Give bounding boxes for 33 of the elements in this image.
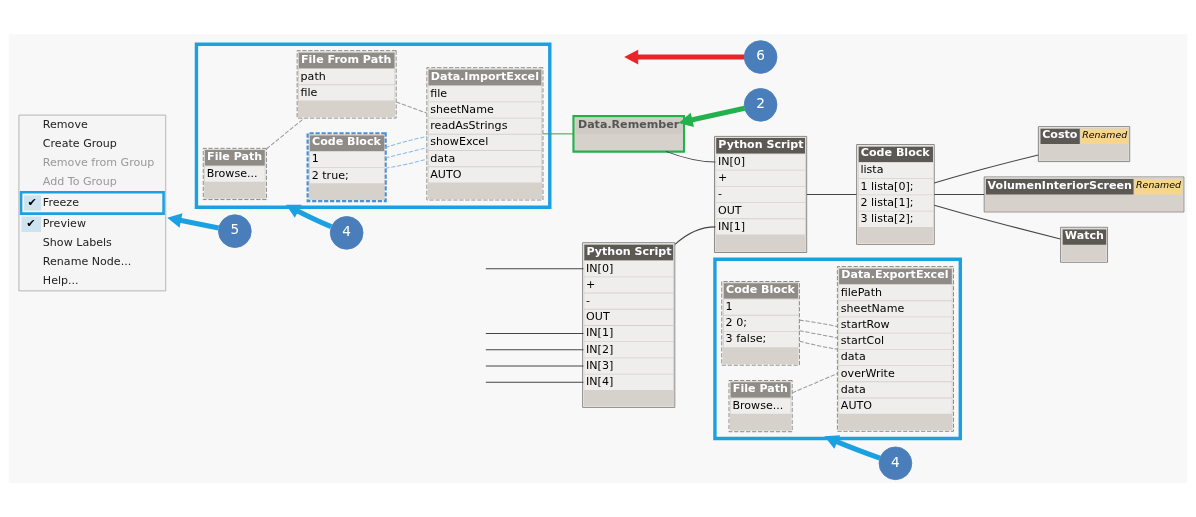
connector bbox=[485, 365, 584, 367]
node-circle: 2 bbox=[743, 88, 778, 122]
connector bbox=[542, 133, 574, 135]
cluster bbox=[713, 257, 962, 441]
connector bbox=[933, 204, 1061, 240]
node-circle: 4 bbox=[878, 446, 913, 481]
connector bbox=[485, 333, 584, 335]
connector bbox=[485, 349, 584, 351]
connector bbox=[266, 117, 305, 150]
arrow bbox=[824, 435, 881, 461]
arrow bbox=[285, 204, 333, 229]
connector bbox=[395, 101, 428, 114]
connector bbox=[806, 193, 857, 195]
connector bbox=[665, 150, 716, 163]
connector bbox=[385, 135, 428, 148]
connector bbox=[933, 193, 985, 195]
cluster bbox=[194, 42, 552, 209]
connector bbox=[485, 381, 584, 383]
connector bbox=[385, 147, 428, 159]
node-circle: 4 bbox=[329, 216, 364, 250]
connector bbox=[674, 226, 716, 245]
arrow bbox=[624, 49, 745, 65]
node-circle: 5 bbox=[218, 214, 252, 248]
arrow bbox=[678, 105, 746, 128]
connector bbox=[933, 154, 1039, 184]
connector bbox=[385, 158, 428, 169]
connector bbox=[799, 340, 838, 350]
connector bbox=[791, 373, 838, 394]
arrow bbox=[167, 213, 220, 231]
connector bbox=[799, 319, 838, 327]
connector bbox=[799, 330, 838, 339]
connector bbox=[485, 268, 584, 270]
node-circle: 6 bbox=[743, 40, 778, 74]
